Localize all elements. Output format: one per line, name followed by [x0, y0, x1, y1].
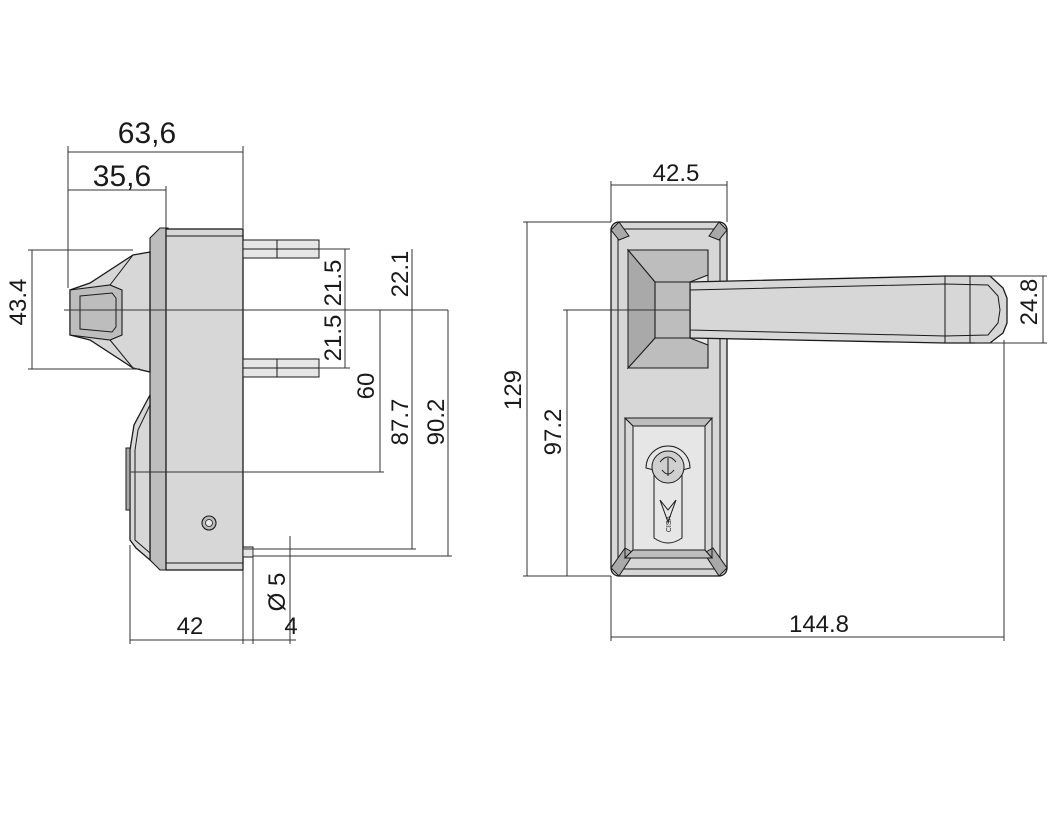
dim-axis-to-bottom-front: 97.2: [540, 409, 567, 456]
dim-screw-diameter: Ø 5: [264, 573, 291, 612]
dim-axis-to-recess: 60: [353, 373, 380, 400]
dim-plate-height: 129: [500, 370, 527, 410]
dim-height-knob: 43.4: [5, 279, 32, 326]
dim-lever-height: 24.8: [1016, 279, 1043, 326]
front-cylinder: CISA: [645, 445, 691, 544]
dim-base-depth: 42: [177, 613, 204, 640]
dim-axis-to-screw: 87.7: [387, 399, 414, 446]
side-screw: [201, 515, 254, 558]
dim-top-to-axis: 22.1: [387, 251, 414, 298]
front-lever-arm: [689, 275, 1008, 344]
dim-width-knob: 35,6: [93, 160, 151, 193]
front-view: CISA 42.5 129 97.2 24.8: [500, 160, 1047, 641]
dim-axis-to-bottom: 90.2: [423, 399, 450, 446]
front-dimension-lines: [523, 181, 1047, 641]
dim-pin-offset-top: 21.5: [320, 260, 347, 307]
dim-plate-width: 42.5: [653, 160, 700, 187]
side-pin-bottom: [242, 358, 320, 378]
side-base-flange: [149, 227, 169, 571]
dim-width-total: 63,6: [118, 117, 176, 150]
dim-pin-offset-bottom: 21.5: [320, 315, 347, 362]
side-dimension-lines: [28, 146, 452, 644]
cylinder-brand-label: CISA: [666, 516, 673, 533]
dim-screw-length: 4: [284, 613, 297, 640]
side-cylinder-housing: [129, 394, 151, 562]
side-cylinder-tip: [125, 447, 131, 511]
side-main-body: [165, 228, 244, 571]
side-view: 63,6 35,6 43.4 21.5 21.5 22.1 60 87.7 90…: [5, 117, 452, 644]
dim-total-length: 144.8: [789, 611, 849, 638]
side-lever-tip: [69, 284, 123, 341]
side-pin-top: [242, 239, 320, 259]
